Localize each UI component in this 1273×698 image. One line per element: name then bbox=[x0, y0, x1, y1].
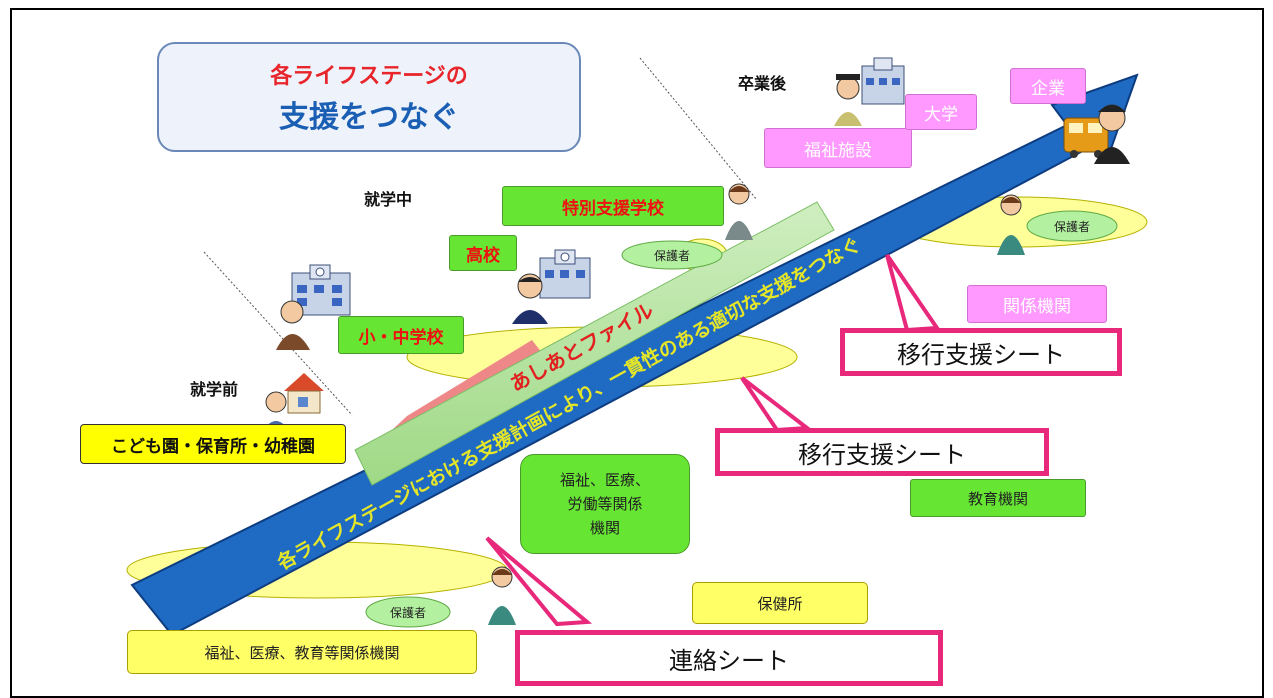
welfare-medical-labor-label: 福祉、医療、 労働等関係 機関 bbox=[520, 454, 690, 554]
stage-label-after-graduation: 卒業後 bbox=[738, 74, 787, 93]
guardian-label-3: 保護者 bbox=[390, 606, 427, 620]
callout-pointer-1 bbox=[885, 253, 941, 333]
welfare-medical-edu-label: 福祉、医療、教育等関係機関 bbox=[127, 630, 477, 674]
stage-label-in-school: 就学中 bbox=[364, 190, 413, 209]
contact-sheet-callout: 連絡シート bbox=[515, 630, 943, 686]
callout-pointer-2 bbox=[740, 376, 813, 433]
welfare-facility-label: 福祉施設 bbox=[764, 128, 912, 168]
guardian-figure-icon-1 bbox=[725, 183, 753, 240]
university-label: 大学 bbox=[905, 94, 977, 130]
title-line1: 各ライフステージの bbox=[270, 64, 468, 89]
school-building-icon-3 bbox=[861, 57, 905, 105]
elem-junior-school-label: 小・中学校 bbox=[338, 316, 464, 354]
title-line2: 支援をつなぐ bbox=[279, 100, 459, 135]
health-center-label: 保健所 bbox=[692, 582, 868, 624]
education-agencies-label: 教育機関 bbox=[910, 479, 1086, 517]
guardian-oval-2 bbox=[1026, 210, 1118, 242]
guardian-figure-icon-3 bbox=[488, 566, 516, 625]
special-school-label: 特別支援学校 bbox=[502, 186, 724, 226]
person-icon-worker bbox=[1094, 104, 1130, 164]
high-school-label: 高校 bbox=[449, 235, 517, 271]
guardian-label-1: 保護者 bbox=[654, 249, 691, 263]
stage-divider-2 bbox=[639, 57, 758, 201]
person-icon-student bbox=[512, 273, 548, 324]
guardian-figure-icon-2 bbox=[997, 194, 1025, 255]
title-box: 各ライフステージの 支援をつなぐ bbox=[157, 42, 581, 152]
house-icon bbox=[284, 373, 324, 414]
person-icon-graduate bbox=[834, 74, 862, 126]
person-icon-elderly bbox=[276, 300, 310, 350]
kindergarten-label: こども園・保育所・幼稚園 bbox=[80, 424, 346, 464]
stage-divider-1 bbox=[203, 251, 353, 416]
callout-pointer-3 bbox=[485, 536, 593, 627]
diagram-frame: 各ライフステージにおける支援計画により、一貫性のある適切な支援をつなぐ あしあと… bbox=[10, 8, 1264, 698]
guardian-oval-3 bbox=[365, 596, 451, 628]
stage-label-preschool: 就学前 bbox=[190, 380, 239, 399]
company-label: 企業 bbox=[1010, 68, 1086, 104]
guardian-oval-1 bbox=[621, 240, 723, 270]
guardian-label-2: 保護者 bbox=[1054, 220, 1091, 234]
train-icon bbox=[1063, 117, 1109, 158]
related-agencies-label: 関係機関 bbox=[967, 285, 1107, 323]
transition-sheet-callout-lower: 移行支援シート bbox=[715, 428, 1049, 476]
transition-sheet-callout-upper: 移行支援シート bbox=[840, 328, 1122, 376]
file-bar bbox=[354, 201, 835, 486]
school-building-icon-2 bbox=[539, 249, 591, 299]
